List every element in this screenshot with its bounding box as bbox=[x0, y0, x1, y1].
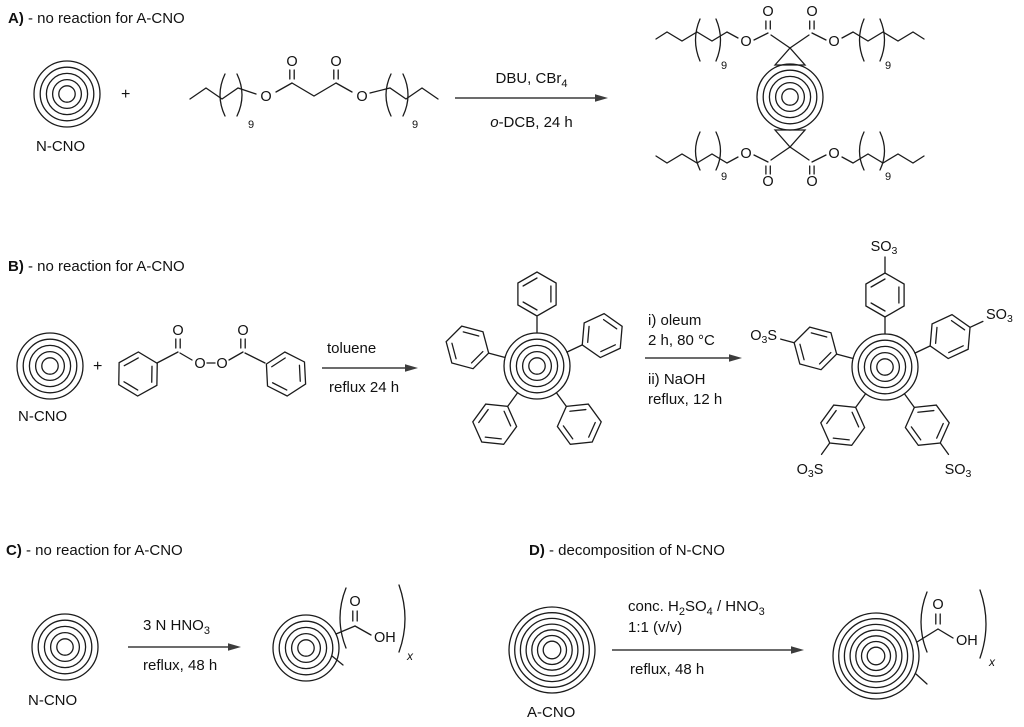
oxygen-label: O bbox=[762, 174, 773, 190]
sulfonate-label: SO3 bbox=[945, 462, 972, 480]
conditions-b2-top-line2: 2 h, 80 °C bbox=[648, 332, 715, 349]
benzoyl-peroxide-structure: O O O O bbox=[108, 323, 315, 403]
scheme-b-header: B) - no reaction for A-CNO bbox=[8, 258, 185, 275]
pentaphenyl-cno-structure bbox=[440, 271, 631, 454]
oxygen-label: O bbox=[349, 594, 360, 610]
carboxylated-cno-product-d: O OH x bbox=[832, 590, 996, 700]
sulfonate-label: O3S bbox=[750, 328, 777, 346]
reaction-arrow-c bbox=[128, 643, 241, 651]
n-cno-label-b: N-CNO bbox=[18, 408, 68, 425]
conditions-a-top: DBU, CBr4 bbox=[495, 70, 568, 90]
conditions-b1-bottom: reflux 24 h bbox=[329, 379, 400, 396]
oxygen-label: O bbox=[828, 146, 839, 162]
n-cno-label-a: N-CNO bbox=[36, 138, 86, 155]
repeat-count-label: 9 bbox=[248, 119, 254, 131]
oxygen-label: O bbox=[828, 34, 839, 50]
scheme-c-header: C) - no reaction for A-CNO bbox=[6, 542, 183, 559]
x-subscript-label: x bbox=[988, 655, 996, 669]
repeat-count-label: 9 bbox=[721, 60, 727, 72]
repeat-count-label: 9 bbox=[412, 119, 418, 131]
oxygen-label: O bbox=[806, 4, 817, 20]
oxygen-label: O bbox=[172, 323, 183, 339]
oxygen-label: O bbox=[286, 54, 297, 70]
scheme-d-header: D) - decomposition of N-CNO bbox=[529, 542, 725, 559]
conditions-b2-bottom-line1: ii) NaOH bbox=[648, 371, 706, 388]
oxygen-label: O bbox=[740, 34, 751, 50]
oxygen-label: O bbox=[216, 356, 227, 372]
reaction-arrow-d bbox=[612, 646, 804, 654]
plus-sign-b: + bbox=[93, 358, 103, 375]
reaction-arrow-b1 bbox=[322, 364, 418, 372]
x-subscript-label: x bbox=[406, 649, 414, 663]
sulfonated-pentaphenyl-cno-structure: SO3 SO3 O3S O3S SO3 bbox=[750, 239, 1013, 480]
malonate-diester-structure: 9 9 O O O O bbox=[190, 54, 438, 131]
conditions-a-bottom: o-DCB, 24 h bbox=[490, 114, 573, 131]
conditions-d-bottom: reflux, 48 h bbox=[630, 661, 705, 678]
conditions-c-bottom: reflux, 48 h bbox=[143, 657, 218, 674]
oxygen-label: O bbox=[356, 89, 367, 105]
reaction-arrow-a bbox=[455, 94, 608, 102]
repeat-count-label: 9 bbox=[721, 171, 727, 183]
a-cno-label-d: A-CNO bbox=[527, 704, 576, 721]
conditions-c-top: 3 N HNO3 bbox=[143, 617, 210, 637]
sulfonate-label: SO3 bbox=[871, 239, 898, 257]
oxygen-label: O bbox=[932, 597, 943, 613]
conditions-d-top-line1: conc. H2SO4 / HNO3 bbox=[628, 598, 765, 618]
a-cno-structure-d bbox=[508, 606, 596, 694]
plus-sign-a: + bbox=[121, 86, 131, 103]
sulfonate-label: O3S bbox=[797, 462, 824, 480]
conditions-b2-top-line1: i) oleum bbox=[648, 312, 702, 329]
hydroxyl-label: OH bbox=[956, 633, 978, 649]
oxygen-label: O bbox=[806, 174, 817, 190]
sulfonate-label: SO3 bbox=[986, 307, 1013, 325]
oxygen-label: O bbox=[330, 54, 341, 70]
reaction-arrow-b2 bbox=[645, 354, 742, 362]
oxygen-label: O bbox=[762, 4, 773, 20]
oxygen-label: O bbox=[194, 356, 205, 372]
carboxylated-cno-product-c: O OH x bbox=[272, 585, 414, 682]
repeat-count-label: 9 bbox=[885, 171, 891, 183]
n-cno-structure-b bbox=[16, 332, 84, 400]
scheme-a-header: A) - no reaction for A-CNO bbox=[8, 10, 185, 27]
repeat-count-label: 9 bbox=[885, 60, 891, 72]
hydroxyl-label: OH bbox=[374, 630, 396, 646]
n-cno-structure-a bbox=[33, 60, 101, 128]
n-cno-label-c: N-CNO bbox=[28, 692, 78, 709]
oxygen-label: O bbox=[260, 89, 271, 105]
n-cno-structure-c bbox=[31, 613, 99, 681]
oxygen-label: O bbox=[740, 146, 751, 162]
bingel-adduct-product-structure: O O O O 9 9 O O O O 9 9 bbox=[656, 4, 924, 190]
conditions-d-top-line2: 1:1 (v/v) bbox=[628, 619, 683, 636]
oxygen-label: O bbox=[237, 323, 248, 339]
conditions-b2-bottom-line2: reflux, 12 h bbox=[648, 391, 723, 408]
conditions-b1-top: toluene bbox=[327, 340, 377, 357]
